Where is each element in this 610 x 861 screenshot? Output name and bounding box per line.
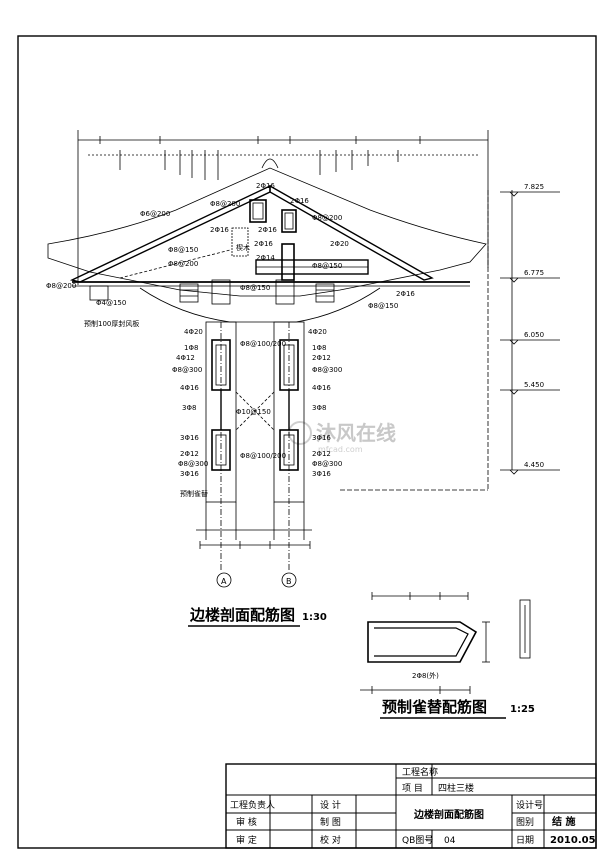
roof-slab-right: [269, 184, 434, 281]
label-l2-a: 4Φ12: [176, 354, 195, 362]
elevation-4: 5.450: [524, 381, 544, 389]
label-l4-a: 4Φ16: [180, 384, 199, 392]
rebar-annotations: Φ6@200 Φ8@150 Φ8@200 Φ8@200 2Φ16 Φ8@200 …: [46, 182, 415, 498]
column-caps: [179, 279, 335, 305]
column-a: [205, 321, 237, 540]
watermark-text: 沐风在线: [316, 421, 396, 445]
label-l7-b: 2Φ12: [312, 450, 331, 458]
label-center-stirrup: Φ10@150: [236, 408, 271, 416]
label-l1-a: 1Φ8: [184, 344, 198, 352]
tb-drawing-name: 边楼剖面配筋图: [413, 808, 484, 821]
tb-approve-label: 审 定: [236, 834, 257, 846]
tb-date-label: 日期: [516, 835, 534, 846]
label-col-top-a: 4Φ20: [184, 328, 203, 336]
label-l7-a: 2Φ12: [180, 450, 199, 458]
elevation-ticks: [500, 191, 560, 475]
label-ridge-right-a: 2Φ16: [290, 197, 309, 205]
label-l9-b: 3Φ16: [312, 470, 331, 478]
label-detail-bar: 2Φ8(外): [412, 671, 439, 680]
label-purlin-a: 2Φ16: [210, 226, 229, 234]
axis-bubble-b: [281, 572, 297, 588]
label-l9-a: 3Φ16: [180, 470, 199, 478]
elevation-3: 6.050: [524, 331, 544, 339]
tb-lead-label: 工程负责人: [230, 799, 275, 811]
label-l5-b: 3Φ8: [312, 404, 326, 412]
label-base-note: 预制雀替: [180, 489, 208, 498]
label-l3-b: Φ8@300: [312, 366, 342, 374]
tb-design-no-label: 设计号: [516, 799, 543, 811]
label-l8-b: Φ8@300: [312, 460, 342, 468]
label-l1-b: 1Φ8: [312, 344, 326, 352]
elevation-5: 4.450: [524, 461, 544, 469]
rafter-ticks: [119, 150, 399, 180]
elevation-2: 6.775: [524, 269, 544, 277]
ridge-beam-right: [281, 209, 297, 233]
tb-review-label: 审 核: [236, 816, 257, 828]
corbel-detail: [360, 592, 531, 694]
watermark: 沐风在线 mfcad.com: [288, 421, 396, 454]
tb-project-name-label: 工程名称: [402, 766, 438, 778]
main-title: 边楼剖面配筋图: [189, 606, 295, 624]
label-roof-mid-left: Φ8@150: [168, 246, 198, 254]
label-roof-top-left: Φ6@200: [140, 210, 170, 218]
title-block-text: 工程名称 项 目 四柱三楼 工程负责人 设 计 边楼剖面配筋图 设计号 审 核 …: [230, 766, 596, 846]
title-block: [225, 763, 597, 849]
tb-item-label: 项 目: [402, 783, 423, 794]
label-l3-a: Φ8@300: [172, 366, 202, 374]
label-l4-b: 4Φ16: [312, 384, 331, 392]
label-ridge-right-b: Φ8@200: [312, 214, 342, 222]
bracing: [235, 391, 275, 431]
label-l5-a: 3Φ8: [182, 404, 196, 412]
label-precast-note: 预制100厚封风板: [84, 319, 139, 328]
label-col-stirrup-low: Φ8@100/200: [240, 452, 286, 460]
detail-scale: 1:25: [510, 704, 535, 715]
axis-bubble-a: [216, 572, 232, 588]
label-purlin-name: 楔木: [236, 243, 250, 252]
purlin-block: [231, 227, 249, 257]
label-ridge-left-a: 2Φ16: [256, 182, 275, 190]
label-right-stirrup: Φ8@150: [368, 302, 398, 310]
tb-design-label: 设 计: [320, 799, 341, 811]
label-corbel: Φ4@150: [96, 299, 126, 307]
axis-label-a: A: [221, 577, 227, 586]
label-beam-2014: 2Φ14: [256, 254, 275, 262]
label-roof-low-left: Φ8@200: [168, 260, 198, 268]
axis-label-b: B: [286, 577, 292, 586]
label-l6-b: 3Φ16: [312, 434, 331, 442]
tb-check-label: 校 对: [320, 834, 341, 846]
label-eave-left: Φ8@200: [46, 282, 76, 290]
label-ridge-left-b: Φ8@200: [210, 200, 240, 208]
tb-draft-label: 制 图: [320, 816, 341, 828]
label-purlin-c: 2Φ20: [330, 240, 349, 248]
label-col-stirrup-top: Φ8@100/200: [240, 340, 286, 348]
tb-sheet-no-label: QB图号: [402, 835, 433, 846]
ridge-beam-left: [249, 199, 267, 223]
label-col-top-b: 4Φ20: [308, 328, 327, 336]
watermark-url: mfcad.com: [318, 445, 363, 454]
top-dimension-ticks: [99, 136, 421, 144]
section-drawing: [47, 130, 560, 588]
label-purlin-b: 2Φ16: [254, 240, 273, 248]
tb-sheet-no-value: 04: [444, 836, 456, 846]
elevation-labels: 7.825 6.775 6.050 5.450 4.450: [524, 183, 544, 469]
label-right-2016: 2Φ16: [396, 290, 415, 298]
elevation-1: 7.825: [524, 183, 544, 191]
tb-category-value: 结 施: [552, 815, 575, 828]
label-l2-b: 2Φ12: [312, 354, 331, 362]
label-ridge-2016: 2Φ16: [258, 226, 277, 234]
label-l6-a: 3Φ16: [180, 434, 199, 442]
label-beam-stirrup-b: Φ8@150: [240, 284, 270, 292]
label-l8-a: Φ8@300: [178, 460, 208, 468]
eave-box: [89, 285, 109, 301]
tb-date-value: 2010.05: [550, 835, 596, 846]
tb-item-value: 四柱三楼: [438, 782, 474, 794]
tb-category-label: 图别: [516, 817, 534, 828]
roof-outline: [47, 167, 487, 297]
detail-title: 预制雀替配筋图: [382, 698, 487, 716]
main-scale: 1:30: [302, 612, 327, 623]
label-beam-stirrup: Φ8@150: [312, 262, 342, 270]
